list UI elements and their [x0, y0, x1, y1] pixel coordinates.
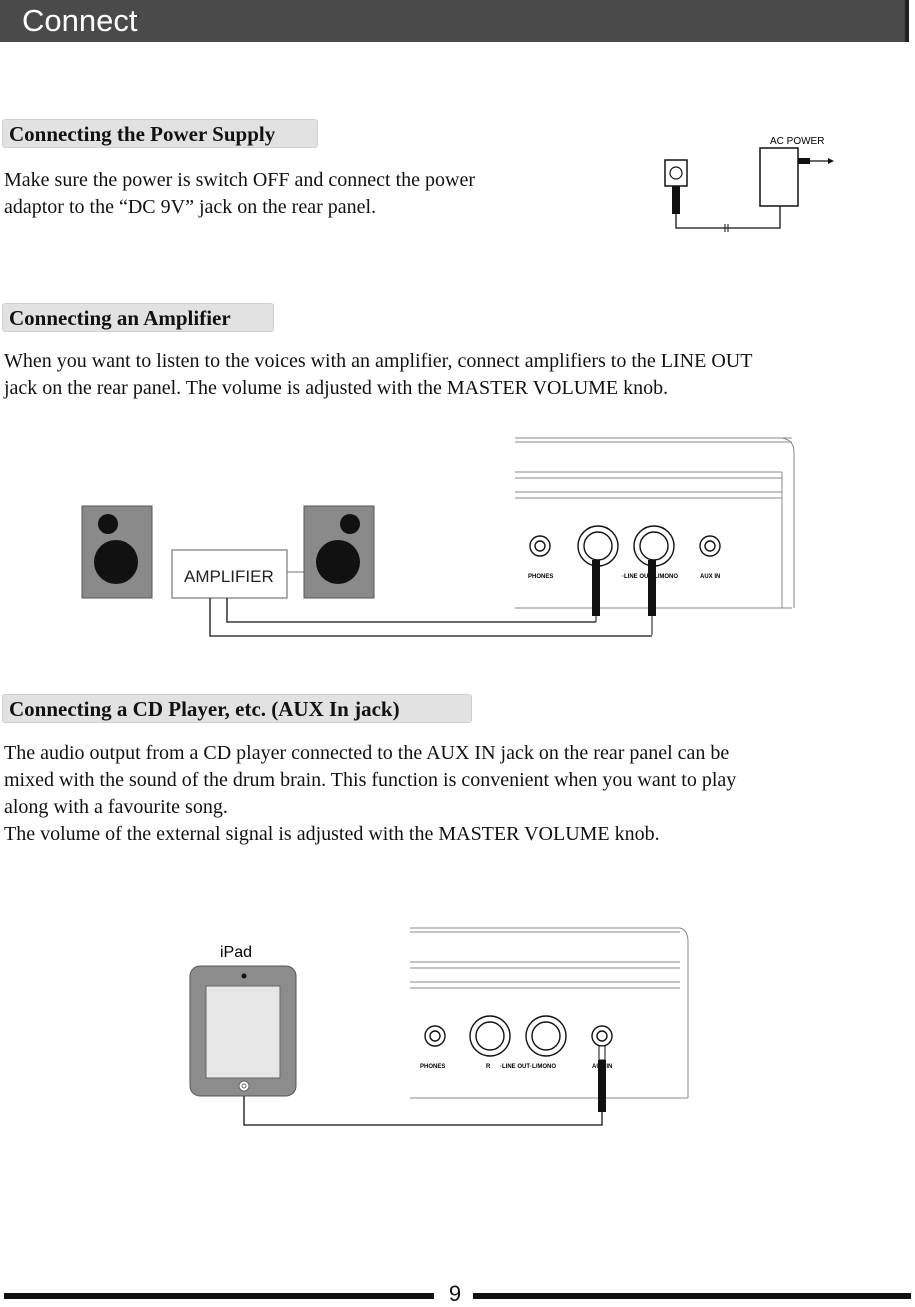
power-adaptor-diagram: AC POWER: [664, 136, 834, 232]
ac-power-label: AC POWER: [770, 136, 824, 147]
power-supply-line-2: adaptor to the “DC 9V” jack on the rear …: [4, 196, 377, 218]
phones-label-aux: PHONES: [420, 1064, 445, 1070]
power-supply-line-1: Make sure the power is switch OFF and co…: [4, 169, 475, 191]
amplifier-cable-l: [209, 598, 652, 637]
title-bar: Connect: [0, 0, 909, 42]
line-out-label-aux: ·LINE OUT·L/MONO: [500, 1064, 556, 1070]
phones-jack: [529, 535, 551, 557]
page-title: Connect: [22, 3, 138, 38]
power-supply-text: Make sure the power is switch OFF and co…: [4, 167, 475, 221]
aux-cable: [243, 1096, 603, 1126]
line-out-r-jack-aux: [469, 1015, 511, 1057]
cd-player-line-1: The audio output from a CD player connec…: [4, 742, 730, 764]
phones-label: PHONES: [528, 574, 553, 580]
line-out-l-plug: [648, 560, 656, 616]
section-heading-power-supply: Connecting the Power Supply: [2, 119, 318, 148]
r-label: R: [486, 1064, 491, 1070]
amplifier-cable-r: [226, 598, 596, 623]
footer-rule-left: [4, 1293, 434, 1299]
dc-plug: [672, 186, 680, 214]
amplifier-unit: AMPLIFIER: [171, 549, 304, 599]
footer-rule-right: [473, 1293, 911, 1299]
cd-player-line-3: along with a favourite song.: [4, 796, 228, 818]
aux-in-diagram: iPad PHONES R ·LINE OUT·L/MONO AUX IN: [189, 927, 689, 1126]
amplifier-line-2: jack on the rear panel. The volume is ad…: [4, 377, 669, 399]
cd-player-line-2: mixed with the sound of the drum brain. …: [4, 769, 737, 791]
line-out-r-plug: [592, 560, 600, 616]
amplifier-diagram: AMPLIFIER PHONES ·LINE OUT·L/MONO AUX IN: [81, 437, 795, 637]
phones-jack-aux: [424, 1025, 446, 1047]
rear-panel-aux: [410, 927, 689, 1099]
amplifier-label: AMPLIFIER: [184, 567, 274, 586]
ipad-device: [189, 965, 297, 1097]
rear-panel: [515, 437, 795, 609]
amplifier-line-1: When you want to listen to the voices wi…: [4, 350, 753, 372]
aux-plug-tip: [598, 1045, 606, 1061]
section-heading-cd-player: Connecting a CD Player, etc. (AUX In jac…: [2, 694, 472, 723]
wall-plug-prong: [798, 158, 810, 164]
amplifier-text: When you want to listen to the voices wi…: [4, 348, 752, 402]
power-adaptor-box: [759, 147, 799, 207]
section-heading-amplifier: Connecting an Amplifier: [2, 303, 274, 332]
left-speaker: [81, 505, 153, 599]
aux-plug: [598, 1060, 606, 1112]
dc-jack-socket: [664, 159, 688, 187]
line-out-l-jack-aux: [525, 1015, 567, 1057]
cd-player-line-4: The volume of the external signal is adj…: [4, 823, 660, 845]
page-number: 9: [448, 1281, 462, 1306]
right-speaker: [303, 505, 375, 599]
ipad-label: iPad: [220, 944, 252, 961]
aux-in-jack: [699, 535, 721, 557]
aux-in-jack-target: [591, 1025, 613, 1047]
aux-in-label: AUX IN: [700, 574, 720, 580]
cd-player-text: The audio output from a CD player connec…: [4, 740, 736, 848]
